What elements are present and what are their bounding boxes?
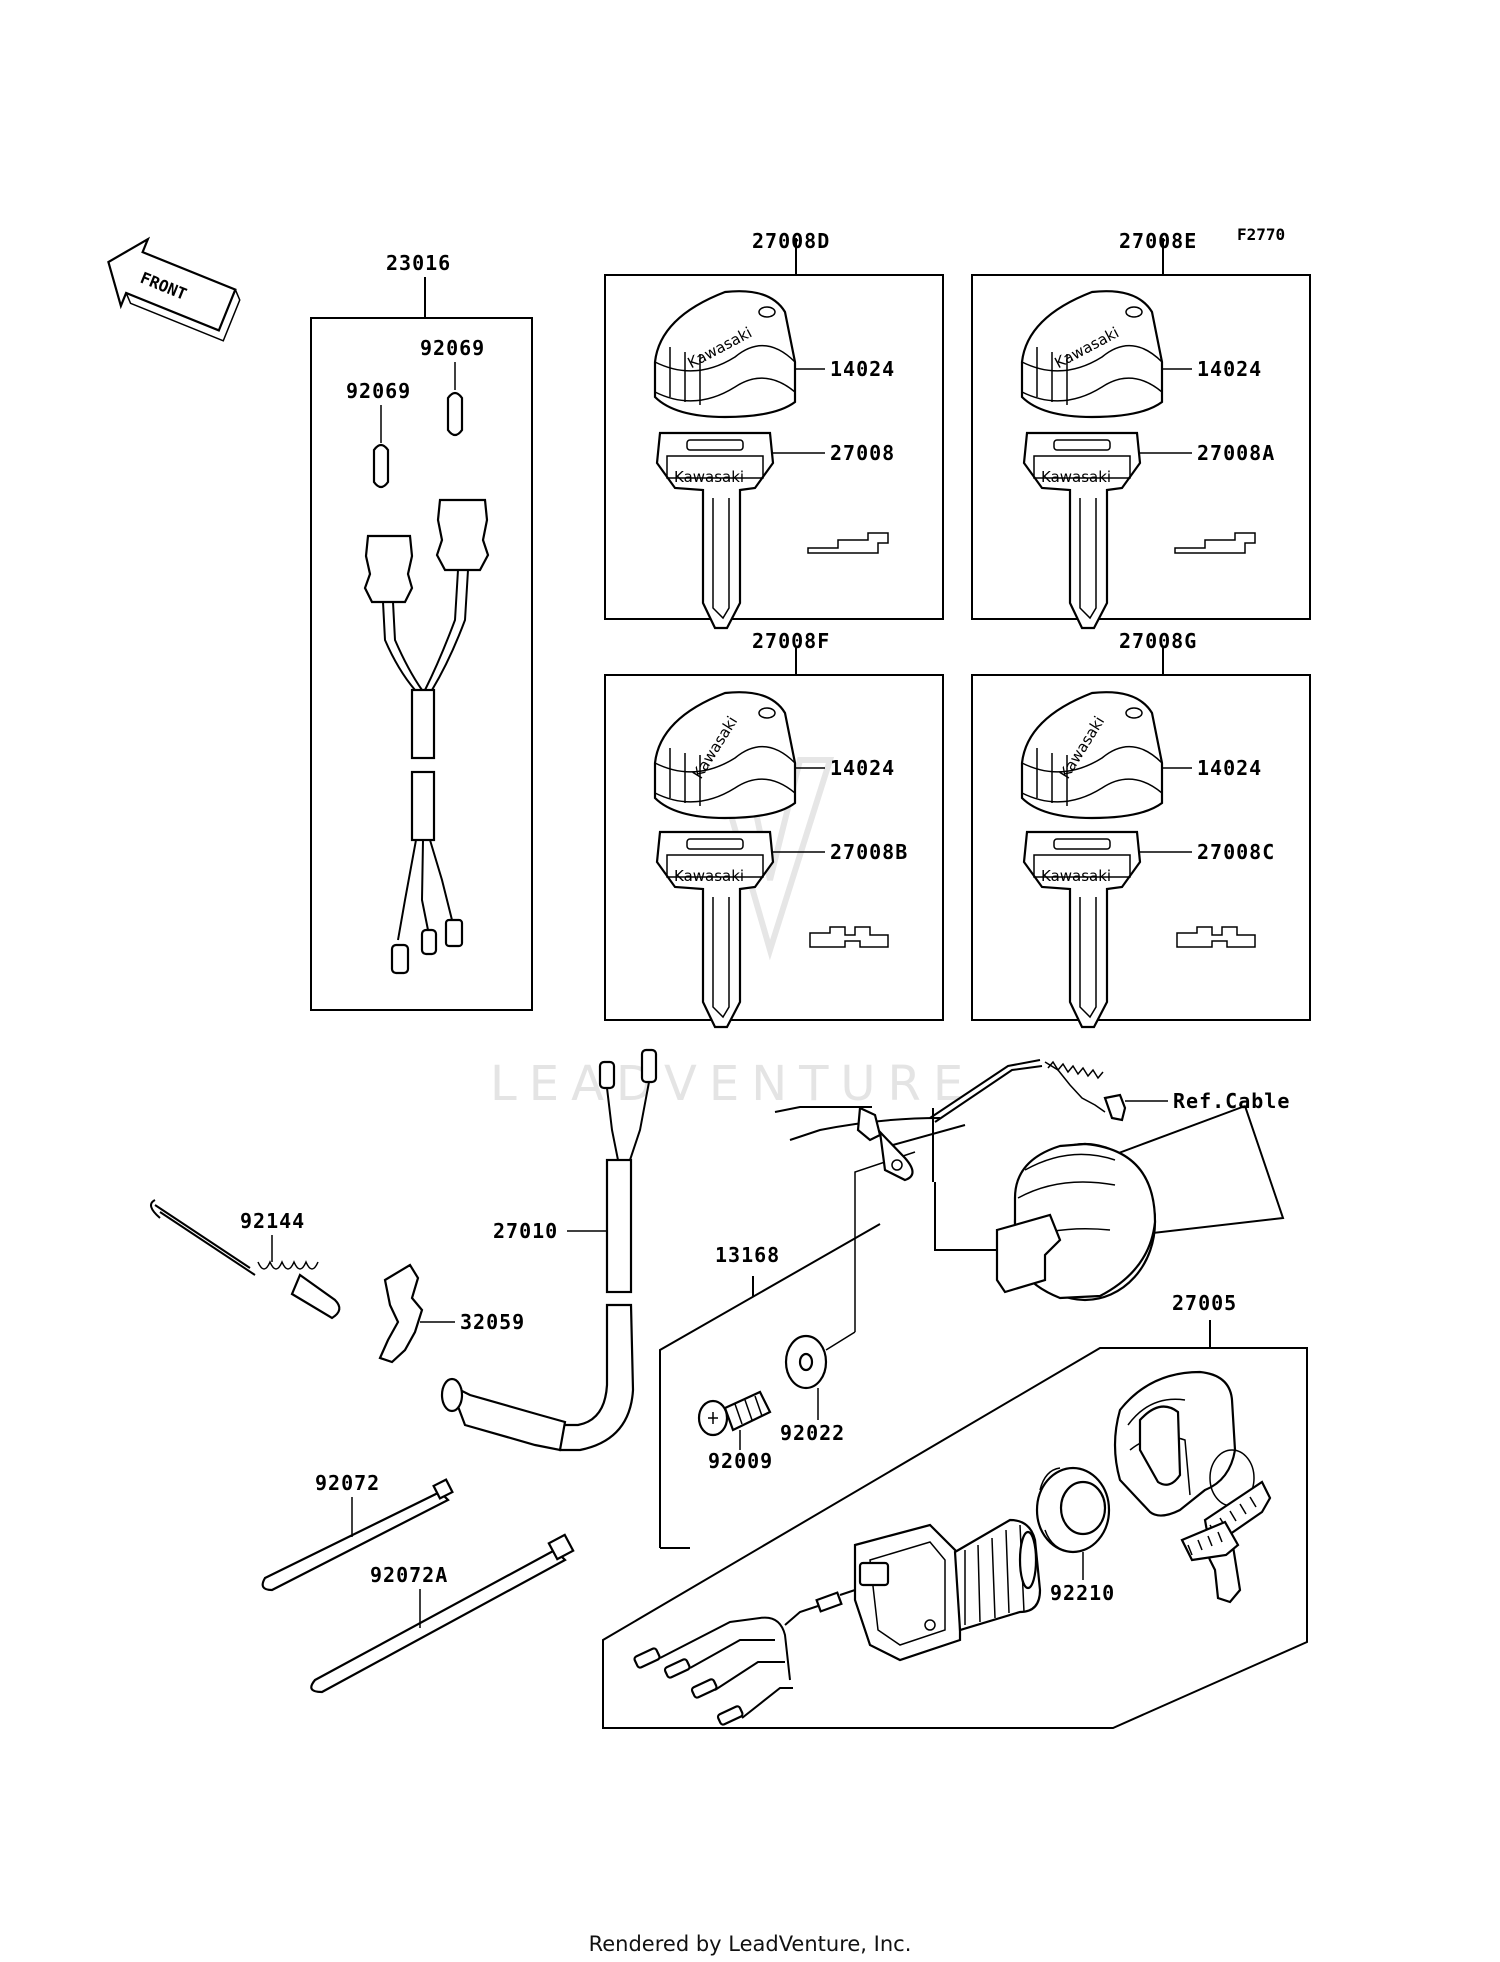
label-92144: 92144 xyxy=(240,1209,305,1233)
front-arrow: FRONT xyxy=(107,236,241,342)
key-brand-d: Kawasaki xyxy=(674,468,744,486)
label-92069-right: 92069 xyxy=(420,336,485,360)
box-27008F: 27008F Kawasaki 14024 Kawasaki 27008B xyxy=(604,629,944,1029)
label-92210: 92210 xyxy=(1050,1581,1115,1605)
label-92009: 92009 xyxy=(708,1449,773,1473)
label-27008C: 27008C xyxy=(1197,840,1275,864)
group-13168: 13168 92009 92022 xyxy=(659,1151,916,1549)
label-92072: 92072 xyxy=(315,1471,380,1495)
label-ref-cable: Ref.Cable xyxy=(1173,1089,1290,1113)
part-92072-tie: 92072 xyxy=(261,1471,454,1592)
part-92210-nut: 92210 xyxy=(1035,1466,1115,1605)
part-32059-clip: 32059 xyxy=(378,1263,525,1364)
key-brand-f: Kawasaki xyxy=(674,867,744,885)
label-27008D: 27008D xyxy=(752,229,830,253)
box-23016: 23016 92069 92069 xyxy=(310,251,533,1011)
part-92009-screw: 92009 xyxy=(697,1390,773,1473)
part-switch-cap: Ref.Cable xyxy=(774,1059,1290,1302)
group-27005: 27005 92210 xyxy=(602,1291,1308,1729)
watermark-text: LEADVENTURE xyxy=(490,1056,975,1112)
label-92072A: 92072A xyxy=(370,1563,448,1587)
box-27008E: 27008E Kawasaki 14024 Kawasaki 27008A xyxy=(971,229,1311,630)
label-27010: 27010 xyxy=(493,1219,558,1243)
label-27008B: 27008B xyxy=(830,840,908,864)
label-92069-left: 92069 xyxy=(346,379,411,403)
label-27008E: 27008E xyxy=(1119,229,1197,253)
label-27008F: 27008F xyxy=(752,629,830,653)
label-27008: 27008 xyxy=(830,441,895,465)
label-27008G: 27008G xyxy=(1119,629,1197,653)
part-27010-switch: 27010 xyxy=(440,1048,658,1452)
label-32059: 32059 xyxy=(460,1310,525,1334)
label-14024-e: 14024 xyxy=(1197,357,1262,381)
label-27005: 27005 xyxy=(1172,1291,1237,1315)
label-14024-g: 14024 xyxy=(1197,756,1262,780)
key-brand-e: Kawasaki xyxy=(1041,468,1111,486)
box-27008G: 27008G Kawasaki 14024 Kawasaki 27008C xyxy=(971,629,1311,1029)
label-23016: 23016 xyxy=(386,251,451,275)
footer-credit: Rendered by LeadVenture, Inc. xyxy=(588,1932,912,1956)
label-14024-d: 14024 xyxy=(830,357,895,381)
label-27008A: 27008A xyxy=(1197,441,1275,465)
part-92072A-tie: 92072A xyxy=(310,1533,575,1694)
label-13168: 13168 xyxy=(715,1243,780,1267)
box-27008D: 27008D Kawasaki 14024 Kawasaki 27008 xyxy=(604,229,944,630)
part-92144-spring-rod: 92144 xyxy=(150,1199,341,1320)
label-92022: 92022 xyxy=(780,1421,845,1445)
part-92022-washer: 92022 xyxy=(780,1334,845,1445)
key-brand-g: Kawasaki xyxy=(1041,867,1111,885)
figure-code: F2770 xyxy=(1237,225,1285,244)
label-14024-f: 14024 xyxy=(830,756,895,780)
